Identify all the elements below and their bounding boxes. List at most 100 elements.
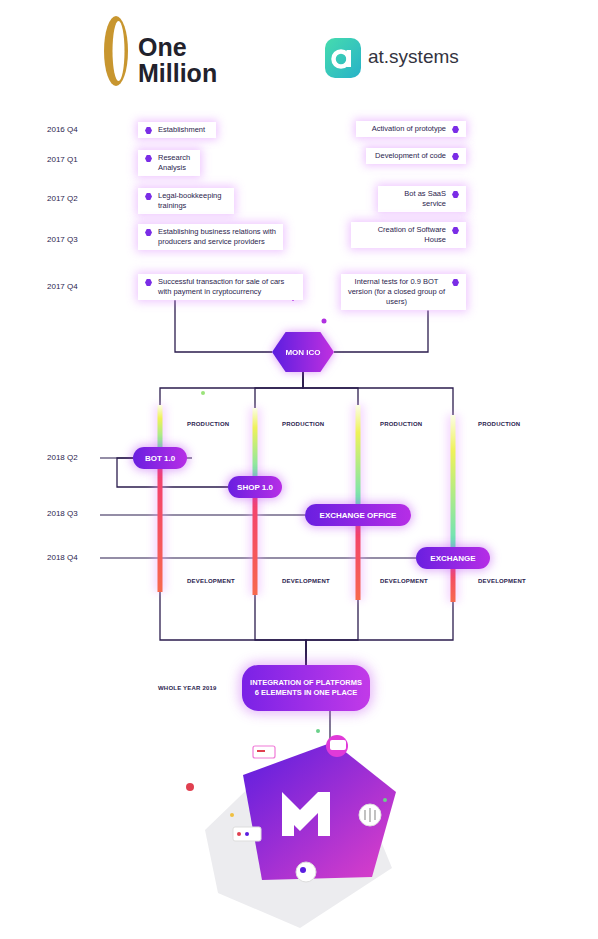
period-label: 2018 Q2 <box>47 453 78 462</box>
decor-card <box>253 746 275 758</box>
bar-glow <box>352 405 364 600</box>
node-text: Successful transaction for sale of cars … <box>158 277 297 297</box>
decor-dot <box>383 798 387 802</box>
phase-label: DEVELOPMENT <box>380 578 428 584</box>
period-label: 2017 Q1 <box>47 155 78 164</box>
product-box: BOT 1.0 <box>133 447 187 469</box>
node-text: SHOP 1.0 <box>237 483 273 492</box>
node-text: BOT 1.0 <box>145 454 175 463</box>
node-text: Legal-bookkeeping trainings <box>158 191 228 211</box>
phase-label: DEVELOPMENT <box>478 578 526 584</box>
decor-card <box>233 827 261 841</box>
logo-glyph <box>334 52 349 67</box>
at-systems-logo <box>325 38 361 78</box>
production-bar <box>356 405 361 515</box>
bar-glow <box>447 415 459 602</box>
decor-dot <box>316 729 320 733</box>
decor-dot <box>230 813 234 817</box>
development-bar <box>356 515 361 600</box>
product-box: EXCHANGE <box>416 547 490 569</box>
connector-line <box>334 310 428 352</box>
period-label: 2017 Q4 <box>47 282 78 291</box>
milestone-box: Activation of prototype <box>356 121 466 137</box>
node-text: Development of code <box>372 151 446 161</box>
platform-illustration <box>186 711 396 928</box>
hexagon-shape <box>272 332 334 372</box>
milestone-box: Establishment <box>138 122 216 138</box>
node-text: Creation of Software House <box>357 225 446 245</box>
node-text: EXCHANGE OFFICE <box>320 511 397 520</box>
period-label: 2018 Q4 <box>47 553 78 562</box>
node-text: Establishing business relations with pro… <box>158 227 277 247</box>
milestone-box: Development of code <box>366 148 466 164</box>
logo-ring-hole <box>113 21 125 81</box>
phase-label: DEVELOPMENT <box>282 578 330 584</box>
product-box: EXCHANGE OFFICE <box>305 504 411 526</box>
production-bars <box>154 405 459 602</box>
decor-dot <box>300 867 306 873</box>
milestone-box: Research Analysis <box>138 150 200 176</box>
phase-label: PRODUCTION <box>282 421 324 427</box>
bar-glow <box>249 408 261 595</box>
logo-ring <box>104 16 128 86</box>
milestone-box: Bot as SaaS service <box>378 186 466 212</box>
decor-card-line <box>257 750 265 752</box>
connector-group <box>117 300 453 665</box>
node-text: INTEGRATION OF PLATFORMS 6 ELEMENTS IN O… <box>250 678 362 698</box>
node-text: Research Analysis <box>158 153 194 173</box>
decor-badge <box>296 862 316 882</box>
connector-line <box>303 372 358 504</box>
bar-glow <box>154 405 166 592</box>
node-text: EXCHANGE <box>430 554 475 563</box>
phase-label: PRODUCTION <box>380 421 422 427</box>
product-box: SHOP 1.0 <box>228 476 282 498</box>
connector-line <box>306 526 358 665</box>
brand-name: at.systems <box>368 46 459 68</box>
m-logo <box>282 792 330 836</box>
connector-line <box>303 372 453 547</box>
connector-line <box>160 469 306 665</box>
one-million-logo <box>104 16 128 86</box>
node-text: Establishment <box>158 125 210 135</box>
decor-dot <box>245 832 249 836</box>
decor-lines <box>365 808 375 822</box>
decor-dot <box>322 319 327 324</box>
period-label: 2016 Q4 <box>47 125 78 134</box>
period-label: WHOLE YEAR 2019 <box>158 685 217 691</box>
decor-card <box>330 740 346 750</box>
milestone-box: Successful transaction for sale of cars … <box>138 274 303 300</box>
brand-name: One Million <box>138 34 238 86</box>
integration-box: INTEGRATION OF PLATFORMS 6 ELEMENTS IN O… <box>242 665 370 711</box>
decor-badge <box>326 735 348 757</box>
logo-tile <box>325 38 361 78</box>
node-text: Bot as SaaS service <box>384 189 446 209</box>
node-text: Activation of prototype <box>362 124 446 134</box>
platform-pentagon <box>243 742 396 880</box>
ico-hexagon: MON ICO <box>272 332 334 372</box>
milestone-box: Internal tests for 0.9 BOT version (for … <box>341 274 466 310</box>
node-text: Internal tests for 0.9 BOT version (for … <box>347 277 446 307</box>
node-text: MON ICO <box>285 348 320 357</box>
period-label: 2017 Q3 <box>47 235 78 244</box>
connector-line <box>175 300 272 352</box>
connector-line <box>160 372 303 447</box>
production-bar <box>451 415 456 558</box>
year-guide-line <box>100 514 305 515</box>
phase-label: PRODUCTION <box>478 421 520 427</box>
milestone-box: Legal-bookkeeping trainings <box>138 188 234 214</box>
development-bar <box>158 458 163 592</box>
period-label: 2018 Q3 <box>47 509 78 518</box>
decor-dot <box>201 391 205 395</box>
milestone-box: Creation of Software House <box>351 222 466 248</box>
development-bar <box>253 487 258 595</box>
period-label: 2017 Q2 <box>47 194 78 203</box>
decor-dot <box>237 832 241 836</box>
logo-glyph <box>347 50 352 67</box>
phase-label: PRODUCTION <box>187 421 229 427</box>
milestone-box: Establishing business relations with pro… <box>138 224 283 250</box>
phase-label: DEVELOPMENT <box>187 578 235 584</box>
